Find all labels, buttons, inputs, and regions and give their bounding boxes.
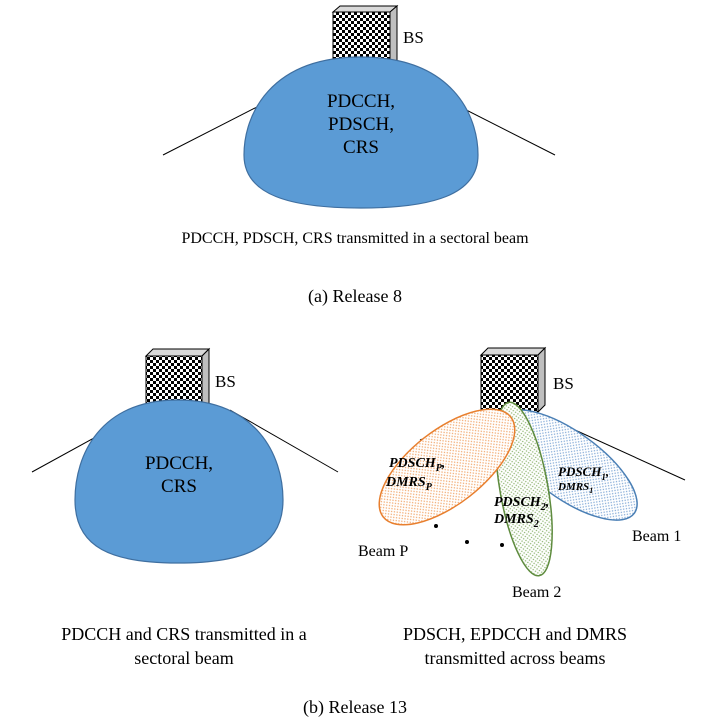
bs-label: BS [215, 372, 236, 391]
panel-b-left-description: sectoral beam [134, 648, 233, 668]
panel-b-caption: (b) Release 13 [303, 697, 407, 718]
panel-a-description: PDCCH, PDSCH, CRS transmitted in a secto… [181, 230, 529, 247]
beam-1-rs-label: DMRS1 [557, 481, 593, 495]
sectoral-coverage [243, 56, 479, 209]
sector-edge-right [229, 409, 339, 473]
bs-label: BS [403, 28, 424, 47]
beam-1-label: Beam 1 [632, 528, 681, 545]
panel-b-right: BS PDSCHP, DMRSP PDSCH2, DMRS2 PDSCH1, D… [358, 346, 686, 668]
beam-2-rs-label: DMRS2 [493, 512, 539, 530]
ellipsis-dot [465, 540, 469, 544]
ellipsis-dot [500, 543, 504, 547]
beam-p-rs-label: DMRSP [385, 475, 433, 493]
coverage-label: PDCCH, [327, 91, 395, 112]
panel-b-left: BS PDCCH, CRS PDCCH and CRS transmitted … [31, 347, 339, 668]
panel-b-left-description: PDCCH and CRS transmitted in a [61, 624, 307, 644]
coverage-label: CRS [161, 476, 197, 497]
ellipsis-dot [434, 524, 438, 528]
beam-1-channel-label: PDSCH1, [558, 464, 609, 482]
panel-b-right-description: PDSCH, EPDCCH and DMRS [403, 624, 627, 644]
panel-a-caption: (a) Release 8 [308, 286, 402, 307]
bs-label: BS [553, 374, 574, 393]
coverage-label: PDCCH, [145, 453, 213, 474]
beam-2-channel-label: PDSCH2, [494, 495, 549, 513]
beam-p-label: Beam P [358, 543, 408, 560]
panel-a: BS PDCCH, PDSCH, CRS PDCCH, PDSCH, CRS t… [162, 4, 556, 307]
coverage-label: CRS [343, 137, 379, 158]
beam-2-label: Beam 2 [512, 584, 561, 601]
beam-p-lobe [378, 408, 516, 526]
beam-p-channel-label: PDSCHP, [389, 456, 445, 474]
sectoral-coverage [74, 399, 284, 564]
panel-b-right-description: transmitted across beams [425, 648, 606, 668]
coverage-label: PDSCH, [328, 114, 394, 135]
